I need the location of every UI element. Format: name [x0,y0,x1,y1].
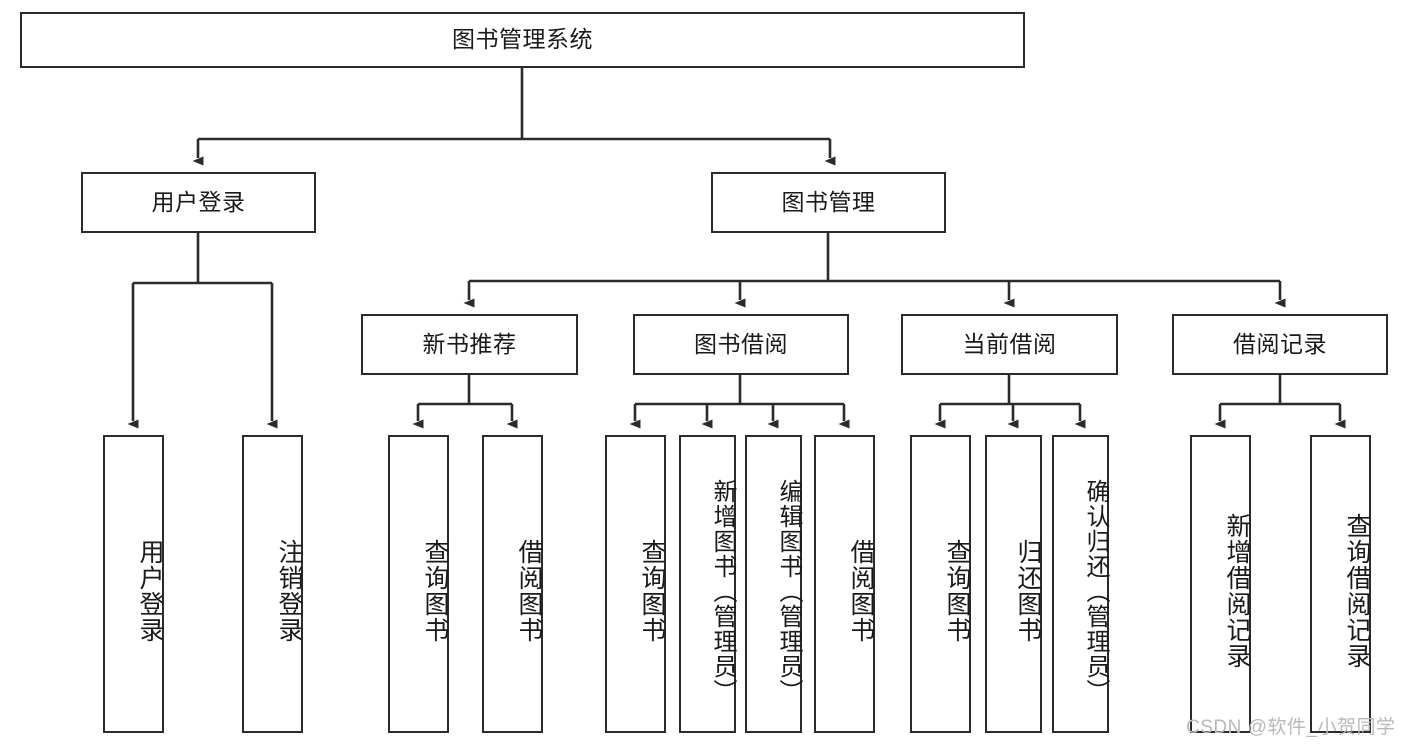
node-leaf-return-book-label: 归还图书 [1014,539,1042,643]
node-user-login-label: 用户登录 [151,188,246,215]
node-leaf-user-logout[interactable]: 注销登录 [242,435,303,733]
node-new-book-recommend-label: 新书推荐 [422,330,517,357]
node-current-borrow-label: 当前借阅 [962,330,1057,357]
node-new-book-recommend[interactable]: 新书推荐 [361,314,578,375]
node-leaf-borrow-book[interactable]: 借阅图书 [814,435,875,733]
node-leaf-query-book-cur[interactable]: 查询图书 [910,435,971,733]
node-leaf-add-borrow-record-label: 新增借阅记录 [1223,513,1251,669]
node-leaf-confirm-return-admin-label: 确认归还（管理员） [1082,478,1109,704]
node-leaf-add-borrow-record[interactable]: 新增借阅记录 [1190,435,1251,733]
watermark-text: CSDN @软件_小贺同学 [1186,717,1396,738]
node-book-borrow-label: 图书借阅 [694,330,788,357]
node-leaf-query-book-borrow[interactable]: 查询图书 [605,435,666,733]
node-leaf-edit-book-admin-label: 编辑图书（管理员） [775,478,802,704]
node-leaf-user-logout-label: 注销登录 [275,539,303,643]
node-leaf-add-book-admin[interactable]: 新增图书（管理员） [679,435,736,733]
node-book-manage[interactable]: 图书管理 [711,172,946,233]
node-leaf-borrow-book-rec[interactable]: 借阅图书 [482,435,543,733]
node-root[interactable]: 图书管理系统 [20,12,1025,68]
node-borrow-record[interactable]: 借阅记录 [1172,314,1388,375]
node-leaf-confirm-return-admin[interactable]: 确认归还（管理员） [1052,435,1109,733]
node-leaf-user-login[interactable]: 用户登录 [103,435,164,733]
node-leaf-query-book-rec-label: 查询图书 [421,539,449,643]
node-user-login[interactable]: 用户登录 [81,172,316,233]
node-leaf-edit-book-admin[interactable]: 编辑图书（管理员） [745,435,802,733]
node-leaf-query-borrow-record[interactable]: 查询借阅记录 [1310,435,1371,733]
node-leaf-query-borrow-record-label: 查询借阅记录 [1343,513,1371,669]
node-leaf-add-book-admin-label: 新增图书（管理员） [709,478,736,704]
node-leaf-borrow-book-rec-label: 借阅图书 [515,539,543,643]
node-leaf-query-book-rec[interactable]: 查询图书 [388,435,449,733]
node-current-borrow[interactable]: 当前借阅 [901,314,1118,375]
node-leaf-borrow-book-label: 借阅图书 [847,539,875,643]
node-leaf-return-book[interactable]: 归还图书 [985,435,1042,733]
node-root-label: 图书管理系统 [452,26,593,53]
node-leaf-user-login-label: 用户登录 [136,539,164,643]
node-book-manage-label: 图书管理 [781,188,876,215]
node-leaf-query-book-cur-label: 查询图书 [943,539,971,643]
node-book-borrow[interactable]: 图书借阅 [633,314,849,375]
node-borrow-record-label: 借阅记录 [1233,330,1327,357]
node-leaf-query-book-borrow-label: 查询图书 [638,539,666,643]
